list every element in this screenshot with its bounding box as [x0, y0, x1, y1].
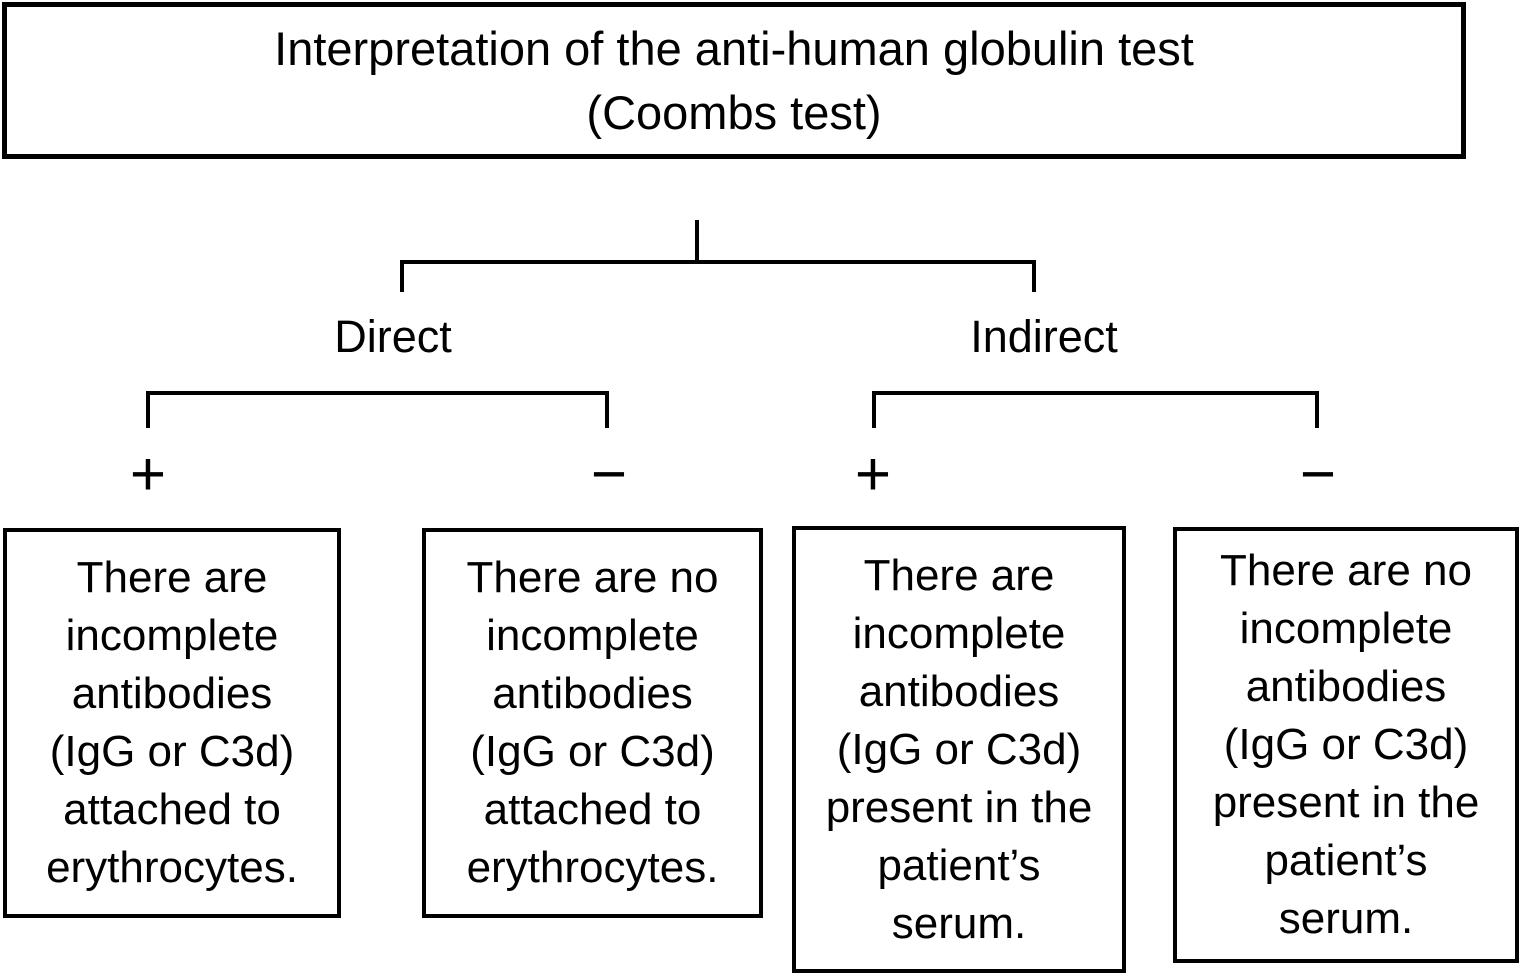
- result-text-direct-negative: There are no incomplete antibodies (IgG …: [466, 553, 719, 892]
- title-box: Interpretation of the anti-human globuli…: [2, 2, 1466, 159]
- direct-branch-label: Direct: [334, 311, 452, 362]
- indirect-result-bracket: [872, 391, 1319, 428]
- indirect-branch-label: Indirect: [970, 311, 1118, 362]
- result-text-direct-positive: There are incomplete antibodies (IgG or …: [46, 553, 298, 892]
- result-text-indirect-positive: There are incomplete antibodies (IgG or …: [825, 550, 1093, 948]
- result-box-direct-positive: There are incomplete antibodies (IgG or …: [3, 528, 341, 918]
- direct-result-bracket: [146, 391, 609, 428]
- direct-negative-sign: −: [590, 440, 628, 509]
- indirect-positive-sign: +: [854, 440, 892, 509]
- level1-branch-bracket: [400, 260, 1036, 292]
- indirect-negative-sign: −: [1299, 440, 1337, 509]
- result-box-indirect-negative: There are no incomplete antibodies (IgG …: [1173, 527, 1519, 963]
- result-text-indirect-negative: There are no incomplete antibodies (IgG …: [1212, 546, 1480, 943]
- root-connector-stem: [695, 220, 699, 263]
- result-box-direct-negative: There are no incomplete antibodies (IgG …: [422, 528, 763, 918]
- direct-positive-sign: +: [129, 440, 167, 509]
- flowchart-title: Interpretation of the anti-human globuli…: [274, 22, 1194, 139]
- result-box-indirect-positive: There are incomplete antibodies (IgG or …: [792, 526, 1126, 973]
